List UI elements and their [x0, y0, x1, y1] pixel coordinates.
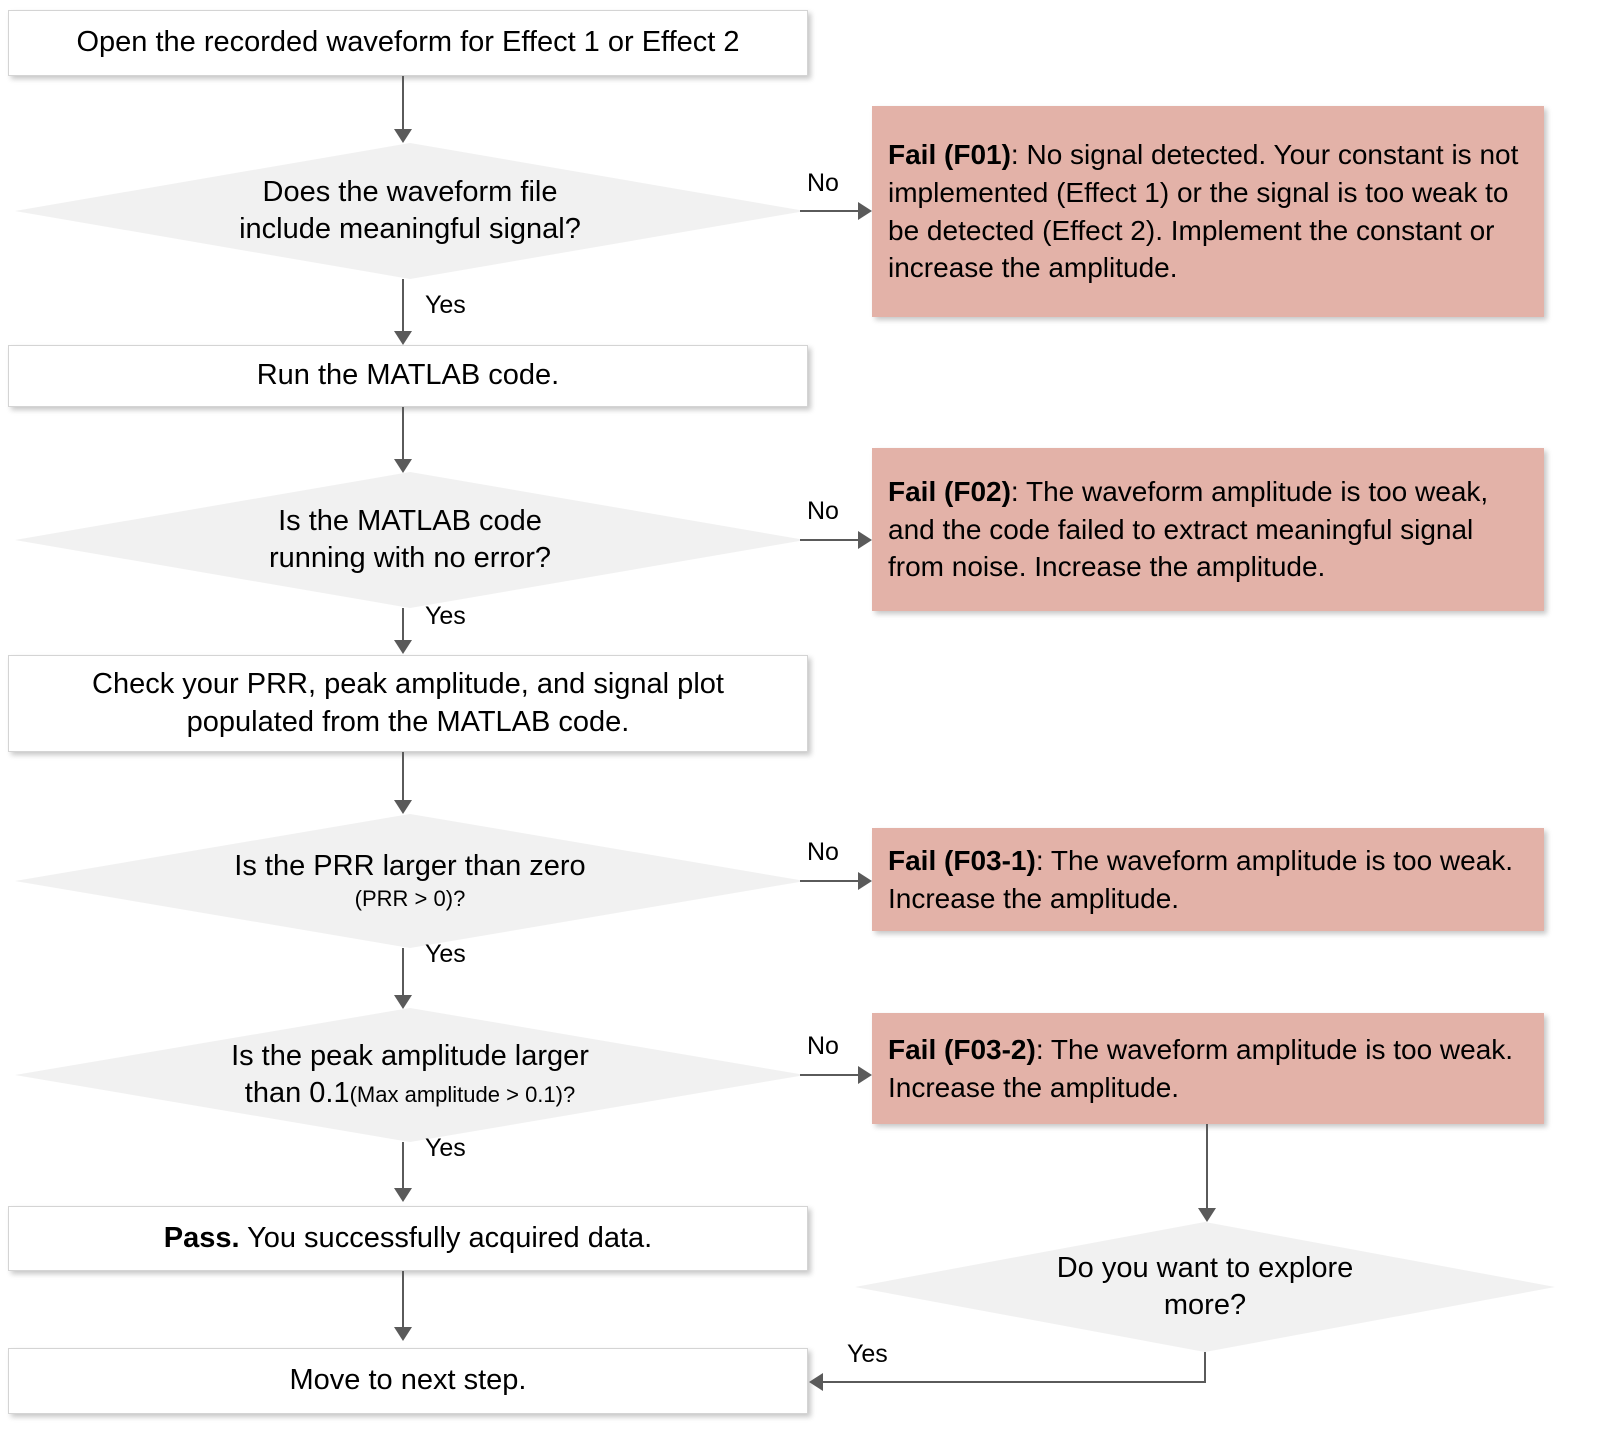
node-fail-f01-rest: : No signal detected. Your constant is n… [888, 139, 1519, 284]
arrowhead-run-to-d2 [394, 459, 412, 473]
connector-d2-to-f02 [800, 539, 858, 541]
arrowhead-d1-to-run [394, 331, 412, 345]
check-outputs-line1: Check your PRR, peak amplitude, and sign… [92, 667, 724, 700]
connector-start-to-d1 [402, 76, 404, 129]
node-fail-f03-2-rest: : The waveform amplitude is too weak. In… [888, 1033, 1514, 1103]
edge-label-d5-yes: Yes [847, 1340, 888, 1368]
connector-pass-to-next [402, 1271, 404, 1329]
connector-d1-to-run [402, 279, 404, 333]
edge-label-d4-no: No [807, 1032, 839, 1060]
node-next-step[interactable]: Move to next step. [8, 1348, 808, 1414]
arrowhead-pass-to-next [394, 1327, 412, 1341]
arrowhead-d5-to-next-step [809, 1373, 823, 1391]
edge-label-d1-yes: Yes [425, 291, 466, 319]
edge-label-d2-yes: Yes [425, 602, 466, 630]
node-decision-peak-amplitude[interactable] [15, 1008, 805, 1142]
arrowhead-d3-to-f03-1 [858, 872, 872, 890]
connector-run-to-d2 [402, 407, 404, 459]
node-pass-bold: Pass. [163, 1221, 240, 1254]
node-next-step-label: Move to next step. [289, 1364, 527, 1397]
arrowhead-f03-2-to-d5 [1198, 1208, 1216, 1222]
edge-label-d3-yes: Yes [425, 940, 466, 968]
connector-check-to-d3 [402, 752, 404, 804]
node-pass[interactable]: Pass. You successfully acquired data. [8, 1206, 808, 1271]
connector-d3-to-f03-1 [800, 880, 858, 882]
check-outputs-line2: populated from the MATLAB code. [186, 705, 630, 738]
edge-label-d3-no: No [807, 838, 839, 866]
node-decision-explore-more[interactable] [855, 1222, 1555, 1352]
node-fail-f01-bold: Fail (F01) [888, 139, 1011, 171]
arrowhead-d2-to-check [394, 640, 412, 654]
node-fail-f02-bold: Fail (F02) [888, 476, 1011, 508]
node-decision-prr[interactable] [15, 814, 805, 948]
connector-d3-to-d4 [402, 948, 404, 1000]
node-fail-f02-rest: : The waveform amplitude is too weak, an… [888, 476, 1489, 583]
edge-label-d2-no: No [807, 497, 839, 525]
arrowhead-d3-to-d4 [394, 995, 412, 1009]
connector-d4-to-f03-2 [800, 1074, 858, 1076]
node-fail-f03-2[interactable]: Fail (F03-2): The waveform amplitude is … [872, 1013, 1544, 1124]
node-run-matlab[interactable]: Run the MATLAB code. [8, 345, 808, 407]
edge-label-d4-yes: Yes [425, 1134, 466, 1162]
arrowhead-check-to-d3 [394, 800, 412, 814]
arrowhead-d2-to-f02 [858, 531, 872, 549]
node-fail-f03-2-bold: Fail (F03-2) [888, 1033, 1036, 1065]
connector-d5-to-next-step [823, 1381, 1206, 1383]
arrowhead-start-to-d1 [394, 129, 412, 143]
connector-f03-2-to-d5 [1206, 1124, 1208, 1214]
node-fail-f03-1-bold: Fail (F03-1) [888, 844, 1036, 876]
node-pass-rest: You successfully acquired data. [239, 1221, 653, 1254]
arrowhead-d1-to-f01 [858, 202, 872, 220]
node-start-label: Open the recorded waveform for Effect 1 … [76, 26, 740, 59]
node-fail-f01[interactable]: Fail (F01): No signal detected. Your con… [872, 106, 1544, 317]
node-check-outputs[interactable]: Check your PRR, peak amplitude, and sign… [8, 655, 808, 752]
connector-d5-down [1204, 1352, 1206, 1383]
node-fail-f03-1[interactable]: Fail (F03-1): The waveform amplitude is … [872, 828, 1544, 931]
node-fail-f03-1-rest: : The waveform amplitude is too weak. In… [888, 844, 1514, 914]
node-run-matlab-label: Run the MATLAB code. [256, 359, 560, 392]
connector-d1-to-f01 [800, 210, 858, 212]
node-start[interactable]: Open the recorded waveform for Effect 1 … [8, 10, 808, 76]
connector-d2-to-check [402, 608, 404, 652]
arrowhead-d4-to-f03-2 [858, 1066, 872, 1084]
node-decision-matlab-error[interactable] [15, 472, 805, 608]
arrowhead-d4-to-pass [394, 1188, 412, 1202]
connector-d4-to-pass [402, 1142, 404, 1194]
node-fail-f02[interactable]: Fail (F02): The waveform amplitude is to… [872, 448, 1544, 611]
node-decision-waveform-signal[interactable] [15, 143, 805, 279]
edge-label-d1-no: No [807, 169, 839, 197]
